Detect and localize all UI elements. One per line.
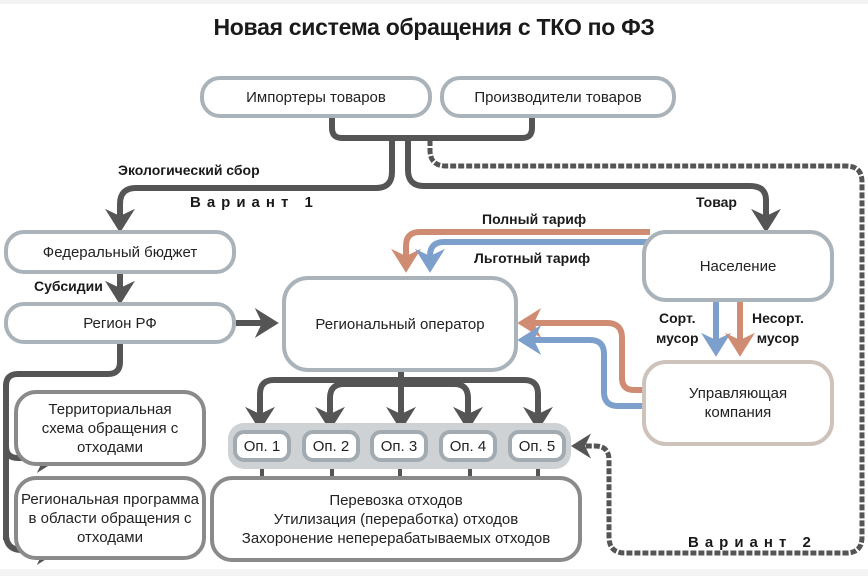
diagram-title: Новая система обращения с ТКО по ФЗ — [213, 14, 655, 40]
label-sorted-waste: Сорт. мусор — [656, 308, 699, 348]
node-territorial-scheme-label: Территориальная схема обращения с отхода… — [41, 400, 179, 456]
operator-2-label: Оп. 2 — [312, 437, 350, 455]
node-population-label: Население — [699, 257, 777, 275]
node-region-label: Регион РФ — [83, 314, 157, 332]
node-importers-label: Импортеры товаров — [246, 88, 386, 106]
node-population[interactable]: Население — [642, 230, 834, 302]
arrow-mgmt-full-tariff — [517, 308, 646, 393]
node-management-company-label: Управляющая компания — [688, 385, 788, 421]
node-federal-budget-label: Федеральный бюджет — [42, 243, 198, 261]
operator-3-label: Оп. 3 — [380, 437, 418, 455]
label-subsidies: Субсидии — [34, 278, 103, 294]
connector-region-down — [3, 342, 123, 540]
node-regional-operator-label: Региональный оператор — [315, 315, 485, 333]
operator-4[interactable]: Оп. 4 — [439, 430, 497, 462]
node-regional-program[interactable]: Региональная программа в области обращен… — [14, 476, 206, 560]
arrow-benefit-tariff — [415, 239, 650, 273]
label-unsorted-waste-line2: мусор — [756, 330, 800, 346]
activity-recycling: Утилизация (переработка) отходов — [273, 510, 519, 528]
arrow-to-op5 — [401, 377, 553, 431]
label-goods: Товар — [696, 194, 737, 210]
label-sorted-waste-line1: Сорт. — [658, 310, 696, 326]
operator-4-label: Оп. 4 — [449, 437, 487, 455]
operator-3[interactable]: Оп. 3 — [370, 430, 428, 462]
arrow-goods — [405, 138, 781, 233]
arrow-to-op1 — [245, 377, 401, 431]
node-territorial-scheme[interactable]: Территориальная схема обращения с отхода… — [14, 390, 206, 466]
bottom-strip — [0, 569, 868, 576]
operator-5-label: Оп. 5 — [518, 437, 556, 455]
arrow-full-tariff — [391, 229, 650, 273]
node-waste-activities[interactable]: Перевозка отходов Утилизация (переработк… — [210, 476, 582, 562]
label-full-tariff: Полный тариф — [482, 211, 587, 227]
operator-5[interactable]: Оп. 5 — [508, 430, 566, 462]
label-unsorted-waste: Несорт. мусор — [752, 308, 804, 348]
node-regional-operator[interactable]: Региональный оператор — [282, 276, 518, 372]
activity-transport: Перевозка отходов — [329, 491, 463, 509]
arrow-eco-fee — [105, 138, 395, 233]
node-producers-label: Производители товаров — [474, 88, 642, 106]
arrow-to-op2 — [315, 381, 401, 431]
connector-producers-bracket — [329, 118, 535, 141]
label-variant-1: Вариант 1 — [190, 194, 319, 211]
operator-1-label: Оп. 1 — [243, 437, 281, 455]
activity-landfill: Захоронение неперерабатываемых отходов — [241, 529, 551, 547]
label-eco-fee: Экологический сбор — [118, 162, 260, 178]
operator-1[interactable]: Оп. 1 — [233, 430, 291, 462]
arrow-to-op4 — [401, 381, 483, 431]
node-region[interactable]: Регион РФ — [4, 302, 236, 344]
top-strip — [0, 0, 868, 4]
operator-2[interactable]: Оп. 2 — [302, 430, 360, 462]
label-benefit-tariff: Льготный тариф — [474, 250, 591, 266]
arrow-variant-2 — [427, 140, 865, 556]
node-regional-program-label: Региональная программа в области обращен… — [21, 490, 199, 546]
arrow-mgmt-benefit-tariff — [517, 325, 646, 409]
label-sorted-waste-line2: мусор — [656, 330, 699, 346]
label-variant-2: Вариант 2 — [688, 534, 817, 551]
arrow-to-territorial-scheme — [3, 443, 61, 473]
node-management-company[interactable]: Управляющая компания — [642, 360, 834, 446]
node-federal-budget[interactable]: Федеральный бюджет — [4, 230, 236, 274]
node-producers[interactable]: Производители товаров — [440, 76, 676, 118]
label-unsorted-waste-line1: Несорт. — [752, 310, 804, 326]
node-importers[interactable]: Импортеры товаров — [200, 76, 432, 118]
